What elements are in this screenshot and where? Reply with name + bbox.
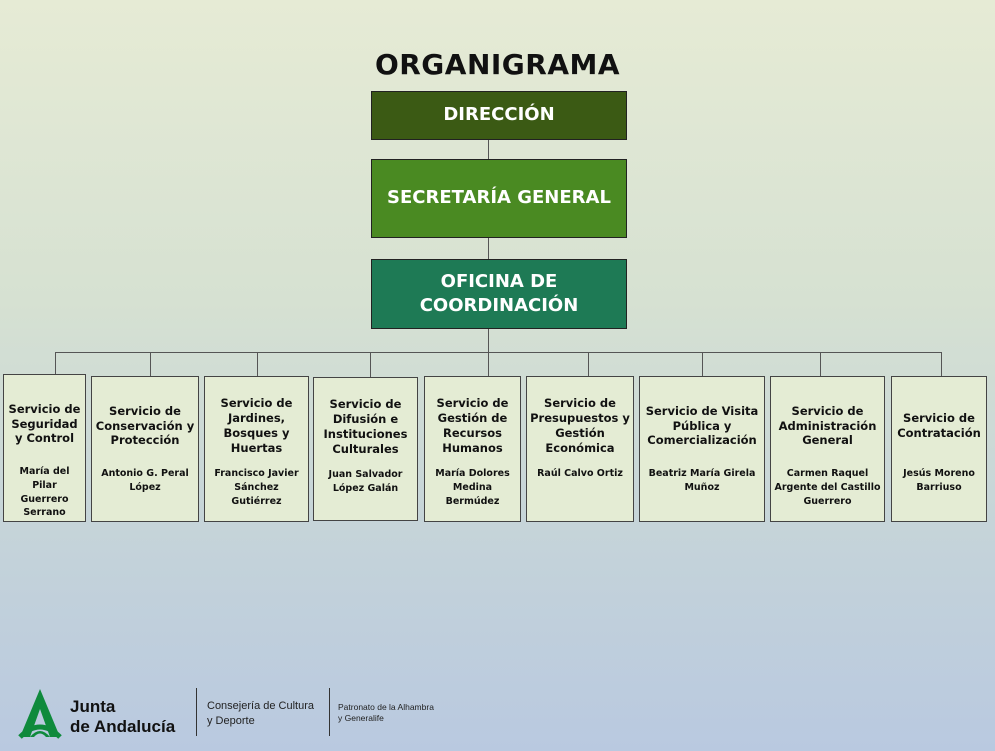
service-box: Servicio de Visita Pública y Comercializ… [639, 376, 765, 522]
box-secretaria-general: SECRETARÍA GENERAL [371, 159, 627, 238]
patronato-line2: y Generalife [338, 713, 384, 724]
service-name: Servicio de Conservación y Protección [95, 403, 195, 448]
service-connector-line [941, 352, 942, 376]
service-name: Servicio de Difusión e Instituciones Cul… [323, 397, 408, 456]
junta-wordmark: Junta de Andalucía [70, 697, 175, 738]
service-box: Servicio de Difusión e Instituciones Cul… [313, 377, 418, 521]
footer-divider [329, 688, 330, 736]
service-name: Servicio de Jardines, Bosques y Huertas [220, 396, 293, 455]
connector-line [488, 238, 489, 259]
service-head-name: Juan Salvador López Galán [328, 469, 403, 494]
service-head-name: Beatriz María Girela Muñoz [648, 468, 756, 493]
service-name: Servicio de Contratación [897, 411, 981, 440]
junta-andalucia-logo-icon [18, 689, 62, 739]
patronato-line1: Patronato de la Alhambra [338, 702, 434, 712]
service-name: Servicio de Administración General [778, 403, 877, 448]
consejeria-line2: y Deporte [207, 714, 255, 727]
footer-divider [196, 688, 197, 736]
service-connector-line [257, 352, 258, 376]
service-connector-line [588, 352, 589, 376]
service-connector-line [370, 352, 371, 377]
service-connector-line [55, 352, 56, 374]
service-head-name: María Dolores Medina Bermúdez [435, 468, 510, 507]
footer: Junta de Andalucía Consejería de Cultura… [0, 680, 995, 750]
junta-line1: Junta [70, 697, 116, 716]
oficina-label: OFICINA DE COORDINACIÓN [419, 270, 579, 316]
service-connector-line [820, 352, 821, 376]
service-name: Servicio de Gestión de Recursos Humanos [436, 396, 509, 455]
service-connector-line [150, 352, 151, 376]
connector-line [488, 329, 489, 352]
horizontal-bus-line [55, 352, 941, 353]
consejeria-line1: Consejería de Cultura [207, 700, 315, 712]
service-name: Servicio de Presupuestos y Gestión Econó… [530, 396, 630, 455]
consejeria-label: Consejería de Cultura y Deporte [207, 699, 314, 729]
service-name: Servicio de Visita Pública y Comercializ… [645, 403, 759, 448]
patronato-label: Patronato de la Alhambra y Generalife [338, 702, 434, 725]
service-connector-line [488, 352, 489, 376]
service-box: Servicio de Presupuestos y Gestión Econó… [526, 376, 634, 522]
service-head-name: Francisco Javier Sánchez Gutiérrez [214, 468, 299, 507]
service-head-name: Antonio G. Peral López [101, 468, 189, 493]
junta-line2: de Andalucía [70, 717, 176, 737]
box-direccion: DIRECCIÓN [371, 91, 627, 140]
connector-line [488, 140, 489, 159]
service-name: Servicio de Seguridad y Control [8, 401, 81, 446]
service-head-name: Raúl Calvo Ortiz [537, 468, 623, 479]
box-oficina-coordinacion: OFICINA DE COORDINACIÓN [371, 259, 627, 329]
service-head-name: Carmen Raquel Argente del Castillo Guerr… [774, 468, 881, 507]
page-title: ORGANIGRAMA [374, 48, 621, 81]
service-head-name: María del Pilar Guerrero Serrano [19, 466, 70, 519]
service-head-name: Jesús Moreno Barriuso [903, 468, 975, 493]
service-connector-line [702, 352, 703, 376]
